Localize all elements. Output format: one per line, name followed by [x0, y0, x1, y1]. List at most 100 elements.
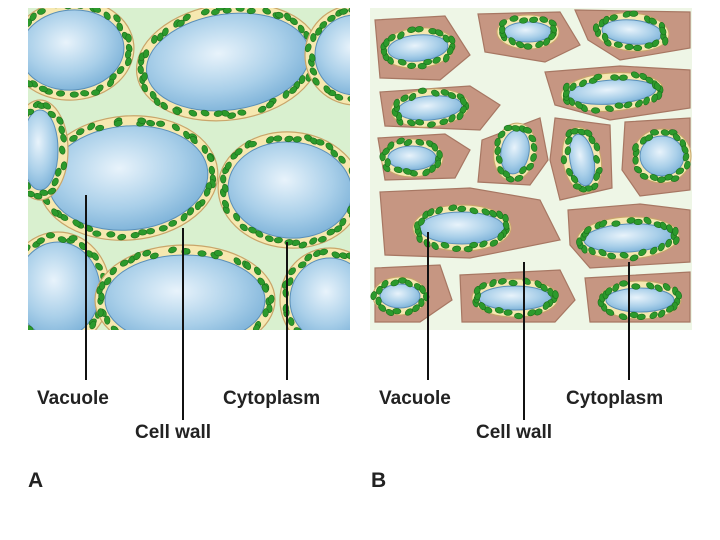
- chloroplast: [65, 338, 74, 344]
- chloroplast: [630, 312, 639, 318]
- chloroplast: [361, 326, 370, 336]
- chloroplast: [351, 193, 360, 203]
- chloroplast: [418, 88, 427, 94]
- chloroplast: [19, 319, 28, 329]
- vacuole: [290, 258, 370, 342]
- cell: [12, 100, 68, 200]
- chloroplast: [79, 330, 89, 339]
- cytoplasm-label-a: Cytoplasm: [223, 388, 320, 409]
- chloroplast: [650, 129, 659, 135]
- chloroplast: [457, 206, 466, 212]
- chloroplast: [140, 340, 150, 348]
- chloroplast: [355, 97, 364, 103]
- chloroplast: [274, 237, 283, 243]
- chloroplast: [452, 246, 461, 252]
- chloroplast: [619, 75, 628, 81]
- chloroplast: [15, 145, 22, 154]
- chloroplast: [615, 103, 624, 109]
- chloroplast: [418, 63, 426, 69]
- chloroplast: [169, 346, 178, 353]
- chloroplast: [14, 312, 24, 322]
- chloroplast: [198, 250, 207, 256]
- chloroplast: [262, 308, 268, 317]
- vacuole: [479, 286, 551, 310]
- chloroplast: [529, 17, 538, 23]
- chloroplast: [156, 342, 166, 350]
- chloroplast: [360, 95, 370, 103]
- chloroplast: [13, 47, 21, 57]
- chloroplast: [625, 44, 633, 50]
- chloroplast: [464, 246, 472, 252]
- chloroplast: [319, 345, 328, 352]
- chloroplast: [18, 24, 28, 34]
- chloroplast: [14, 253, 24, 262]
- chloroplast: [8, 295, 14, 303]
- cell: [95, 245, 275, 356]
- vacuole: [380, 284, 420, 308]
- cell: [280, 248, 380, 352]
- chloroplast: [224, 337, 234, 345]
- chloroplast: [308, 336, 318, 345]
- chloroplast: [223, 7, 232, 13]
- panel-label-a: A: [28, 469, 43, 492]
- chloroplast: [247, 8, 256, 14]
- chloroplast: [70, 92, 78, 98]
- chloroplast: [156, 121, 165, 127]
- chloroplast: [60, 2, 69, 8]
- chloroplast: [358, 8, 367, 15]
- chloroplast: [17, 29, 25, 39]
- vacuole: [105, 255, 265, 345]
- chloroplast: [509, 280, 518, 286]
- cell: [6, 232, 110, 348]
- chloroplast: [173, 348, 183, 356]
- chloroplast: [129, 338, 139, 346]
- chloroplast: [107, 232, 115, 238]
- chloroplast: [16, 67, 26, 77]
- chloroplast: [104, 316, 110, 325]
- chloroplast: [350, 173, 358, 183]
- chloroplast: [230, 334, 240, 343]
- vacuole: [22, 110, 58, 190]
- chloroplast: [7, 277, 13, 286]
- chloroplast: [349, 176, 358, 186]
- chloroplast: [593, 24, 599, 33]
- chloroplast: [352, 256, 362, 265]
- panel-a-cells: [6, 0, 405, 356]
- chloroplast: [216, 343, 225, 350]
- chloroplast: [29, 334, 39, 342]
- panel-b: [370, 7, 692, 330]
- chloroplast: [138, 229, 146, 235]
- chloroplast: [283, 304, 289, 313]
- chloroplast: [54, 341, 63, 348]
- chloroplast: [239, 332, 249, 341]
- chloroplast: [561, 155, 567, 163]
- chloroplast: [69, 235, 77, 241]
- cytoplasm-label-b: Cytoplasm: [566, 388, 663, 409]
- chloroplast: [13, 53, 21, 63]
- chloroplast: [80, 90, 89, 96]
- chloroplast: [353, 187, 359, 196]
- chloroplast: [46, 233, 54, 239]
- chloroplast: [15, 62, 22, 71]
- chloroplast: [339, 338, 349, 346]
- chloroplast: [672, 227, 678, 236]
- vacuole-label-a: Vacuole: [37, 388, 109, 409]
- vacuole: [388, 146, 436, 170]
- panel-a: [6, 0, 405, 356]
- chloroplast: [125, 34, 131, 43]
- chloroplast: [610, 74, 619, 80]
- cell-wall-label-b: Cell wall: [476, 422, 552, 443]
- chloroplast: [98, 308, 104, 316]
- chloroplast: [91, 89, 100, 95]
- chloroplast: [236, 5, 245, 11]
- chloroplast: [631, 283, 640, 289]
- chloroplast: [633, 156, 639, 164]
- chloroplast: [634, 219, 643, 225]
- chloroplast: [357, 266, 367, 275]
- chloroplast: [11, 267, 20, 277]
- chloroplast: [208, 343, 218, 352]
- chloroplast: [16, 176, 26, 186]
- chloroplast: [297, 336, 307, 344]
- chloroplast: [220, 175, 226, 184]
